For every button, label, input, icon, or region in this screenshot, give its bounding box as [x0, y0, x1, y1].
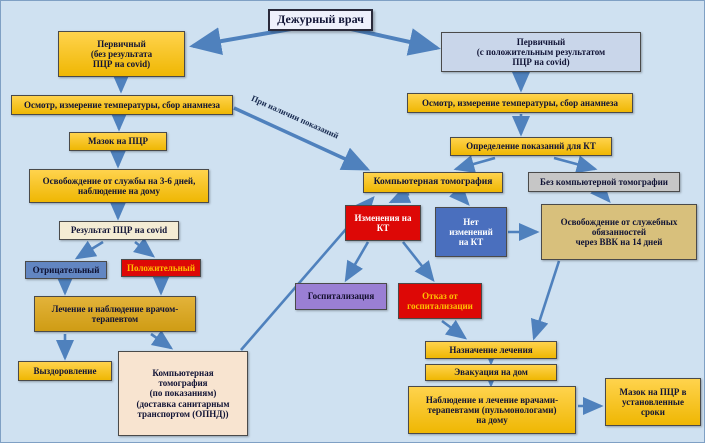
arrow-duty-to-primary-left: [189, 27, 292, 56]
arrow-exam-to-ct-indicated: [233, 106, 371, 171]
node-positive: Положительный: [121, 259, 201, 277]
node-exam-left: Осмотр, измерение температуры, сбор анам…: [11, 95, 233, 115]
arrow-ct-to-nochanges: [449, 184, 470, 206]
node-refusal: Отказ от госпитализации: [398, 283, 482, 319]
node-treatment-therapist: Лечение и наблюдение врачом- терапевтом: [34, 296, 196, 332]
node-ct-changes: Изменения на КТ: [345, 205, 421, 241]
node-negative: Отрицательный: [25, 261, 107, 279]
node-recovery: Выздоровление: [18, 361, 112, 381]
node-pcr-timed: Мазок на ПЦР в установленные сроки: [605, 378, 701, 426]
node-primary-no-pcr: Первичный (без результата ПЦР на covid): [58, 31, 185, 77]
node-ct-indications: Компьютерная томография (по показаниям) …: [118, 351, 248, 436]
node-pcr-result: Результат ПЦР на covid: [59, 221, 179, 240]
node-primary-positive: Первичный (с положительным результатом П…: [441, 32, 641, 72]
node-without-ct: Без компьютерной томографии: [528, 172, 680, 192]
arrow-determination-to-withoutct: [553, 155, 598, 174]
arrow-changes-to-refusal: [401, 241, 435, 283]
node-ct-middle: Компьютерная томография: [363, 172, 503, 193]
arrow-treatment-to-ct-indications: [150, 330, 174, 350]
node-no-ct-changes: Нет изменений на КТ: [435, 207, 507, 257]
node-pcr-swab: Мазок на ПЦР: [69, 132, 167, 151]
arrow-ct-to-changes: [388, 186, 412, 204]
node-evacuation-home: Эвакуация на дом: [425, 364, 557, 381]
arrow-result-to-positive: [133, 237, 156, 258]
node-duty-doctor: Дежурный врач: [268, 9, 373, 31]
node-exam-right: Осмотр, измерение температуры, сбор анам…: [407, 93, 633, 113]
node-hospitalization: Госпитализация: [295, 283, 387, 310]
arrow-vvk-to-prescribe: [530, 260, 561, 341]
node-observation-home: Наблюдение и лечение врачами- терапевтам…: [408, 386, 576, 434]
node-release-vvk: Освобождение от служебных обязанностей ч…: [541, 204, 697, 260]
node-release-3-6: Освобождение от службы на 3-6 дней, набл…: [29, 169, 209, 203]
arrow-refusal-to-prescribe: [441, 319, 468, 340]
node-prescribe-treatment: Назначение лечения: [425, 341, 557, 359]
arrow-result-to-negative: [74, 240, 104, 260]
arrow-changes-to-hospitalization: [344, 241, 370, 283]
arrow-withoutct-to-vvk: [590, 181, 611, 203]
arrow-determination-to-ct: [453, 155, 496, 173]
arrow-duty-to-primary-right: [350, 27, 441, 56]
node-ct-determination: Определение показаний для КТ: [450, 137, 612, 156]
